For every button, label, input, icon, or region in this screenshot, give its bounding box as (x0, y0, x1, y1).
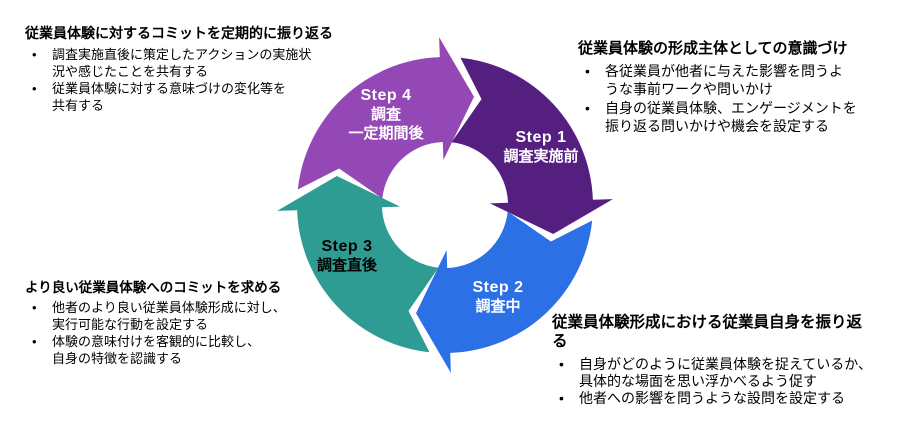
bullet-item: • 調査実施直後に策定したアクションの実施状 況や感じたことを共有する (25, 47, 345, 81)
bullet-marker: • (585, 63, 590, 80)
bullet-marker: • (32, 80, 37, 96)
bullet-text: 自身の従業員体験、エンゲージメントを 振り返る問いかけや機会を設定する (605, 99, 857, 134)
step-4-label: Step 4 (360, 87, 411, 104)
bullet-marker: • (32, 300, 37, 316)
bullet-item: • 他者のより良い従業員体験形成に対し、 実行可能な行動を設定する (25, 300, 310, 334)
note-title: 従業員体験に対するコミットを定期的に振り返る (25, 25, 345, 43)
note-title-line: 従業員体験の形成主体としての意識づけ (578, 40, 848, 57)
cycle-arrow-step-1 (451, 57, 613, 234)
note-top-right: 従業員体験の形成主体としての意識づけ • 各従業員が他者に与えた影響を問うよ う… (578, 39, 878, 135)
bullet-text: 他者のより良い従業員体験形成に対し、 実行可能な行動を設定する (52, 300, 286, 333)
bullet-text: 他者への影響を問うような設問を設定する (579, 389, 845, 406)
step-3-sublabel: 調査直後 (317, 256, 378, 274)
note-title: 従業員体験の形成主体としての意識づけ (578, 39, 878, 58)
bullet-text: 体験の意味付けを客観的に比較し、 自身の特徴を認識する (52, 334, 261, 366)
note-title-line: る (552, 333, 568, 351)
bullet-item: • 従業員体験に対する意味づけの変化等を 共有する (25, 81, 345, 115)
bullet-item: • 自身の従業員体験、エンゲージメントを 振り返る問いかけや機会を設定する (578, 99, 878, 135)
bullet-text: 各従業員が他者に与えた影響を問うよ うな事前ワークや問いかけ (605, 63, 843, 98)
bullet-item: • 体験の意味付けを客観的に比較し、 自身の特徴を認識する (25, 334, 310, 368)
note-title: 従業員体験形成における従業員自身を振り返 る (552, 313, 898, 352)
note-bottom-left: より良い従業員体験へのコミットを求める • 他者のより良い従業員体験形成に対し、… (25, 279, 310, 368)
cycle-arrow-step-2 (416, 211, 593, 373)
note-title-line: 従業員体験形成における従業員自身を振り返 (552, 314, 863, 331)
bullet-text: 自身がどのように従業員体験を捉えているか、 具体的な場面を思い浮かべるよう促す (579, 355, 873, 389)
cycle-arrow-step-3 (277, 176, 439, 353)
bullet-marker: • (585, 99, 590, 116)
bullet-text: 調査実施直後に策定したアクションの実施状 況や感じたことを共有する (52, 46, 312, 79)
bullet-item: • 他者への影響を問うような設問を設定する (552, 390, 898, 407)
bullet-marker: • (559, 389, 564, 406)
bullet-marker: • (32, 334, 37, 350)
note-title-line: 従業員体験に対するコミットを定期的に振り返る (25, 25, 333, 41)
note-top-left: 従業員体験に対するコミットを定期的に振り返る • 調査実施直後に策定したアクショ… (25, 25, 345, 114)
step-3-label: Step 3 (321, 238, 372, 255)
bullet-item: • 各従業員が他者に与えた影響を問うよ うな事前ワークや問いかけ (578, 62, 878, 98)
bullet-text: 従業員体験に対する意味づけの変化等を 共有する (52, 80, 287, 113)
step-1-label: Step 1 (515, 129, 566, 146)
bullet-marker: • (32, 46, 37, 62)
note-bottom-right: 従業員体験形成における従業員自身を振り返 る • 自身がどのように従業員体験を捉… (552, 313, 898, 407)
note-title-line: より良い従業員体験へのコミットを求める (25, 280, 282, 295)
step-4-sublabel-line1: 調査 (371, 105, 402, 123)
step-2-label: Step 2 (472, 279, 523, 296)
bullet-item: • 自身がどのように従業員体験を捉えているか、 具体的な場面を思い浮かべるよう促… (552, 356, 898, 390)
step-4-sublabel-line2: 一定期間後 (348, 124, 424, 142)
step-1-sublabel: 調査実施前 (503, 147, 578, 165)
cycle-arrow-step-4 (297, 37, 474, 199)
step-2-sublabel: 調査中 (475, 297, 520, 315)
note-title: より良い従業員体験へのコミットを求める (25, 279, 310, 296)
bullet-marker: • (559, 355, 564, 372)
